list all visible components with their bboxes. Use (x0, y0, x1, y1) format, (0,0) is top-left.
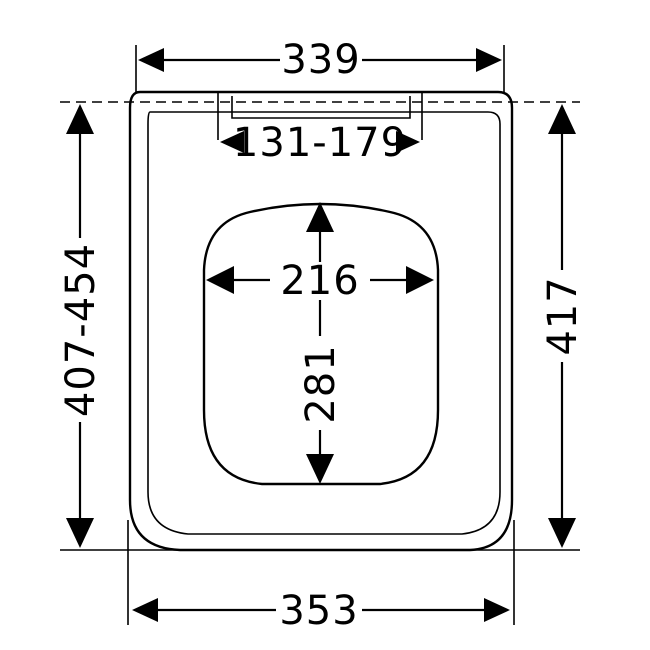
opening-height-label: 281 (298, 344, 344, 423)
arrow-left-icon (132, 598, 158, 622)
dim-top-width: 339 (138, 37, 502, 83)
arrow-right-icon (396, 131, 420, 153)
hinge-cutout (217, 92, 423, 140)
left-height-label: 407-454 (58, 243, 104, 417)
arrow-up-icon (306, 202, 334, 232)
dim-left-height: 407-454 (58, 104, 104, 548)
dim-right-height: 417 (540, 104, 586, 548)
dim-bottom-width: 353 (132, 588, 510, 634)
arrow-right-icon (484, 598, 510, 622)
arrow-down-icon (306, 454, 334, 484)
top-width-label: 339 (281, 37, 360, 83)
seat-opening-outline (202, 202, 440, 486)
dim-opening-height: 281 (298, 202, 344, 484)
arrow-right-icon (476, 48, 502, 72)
right-height-label: 417 (540, 276, 586, 355)
arrow-down-icon (66, 518, 94, 548)
hinge-range-label: 131-179 (233, 120, 407, 166)
arrow-up-icon (548, 104, 576, 134)
dim-hinge-range: 131-179 (220, 120, 420, 166)
arrow-left-icon (220, 131, 244, 153)
arrow-right-icon (406, 266, 434, 294)
arrow-up-icon (66, 104, 94, 134)
arrow-down-icon (548, 518, 576, 548)
seat-inner-rim (147, 111, 501, 535)
opening-width-label: 216 (280, 258, 359, 304)
dim-opening-width: 216 (206, 258, 434, 304)
arrow-left-icon (138, 48, 164, 72)
arrow-left-icon (206, 266, 234, 294)
bottom-width-label: 353 (279, 588, 358, 634)
